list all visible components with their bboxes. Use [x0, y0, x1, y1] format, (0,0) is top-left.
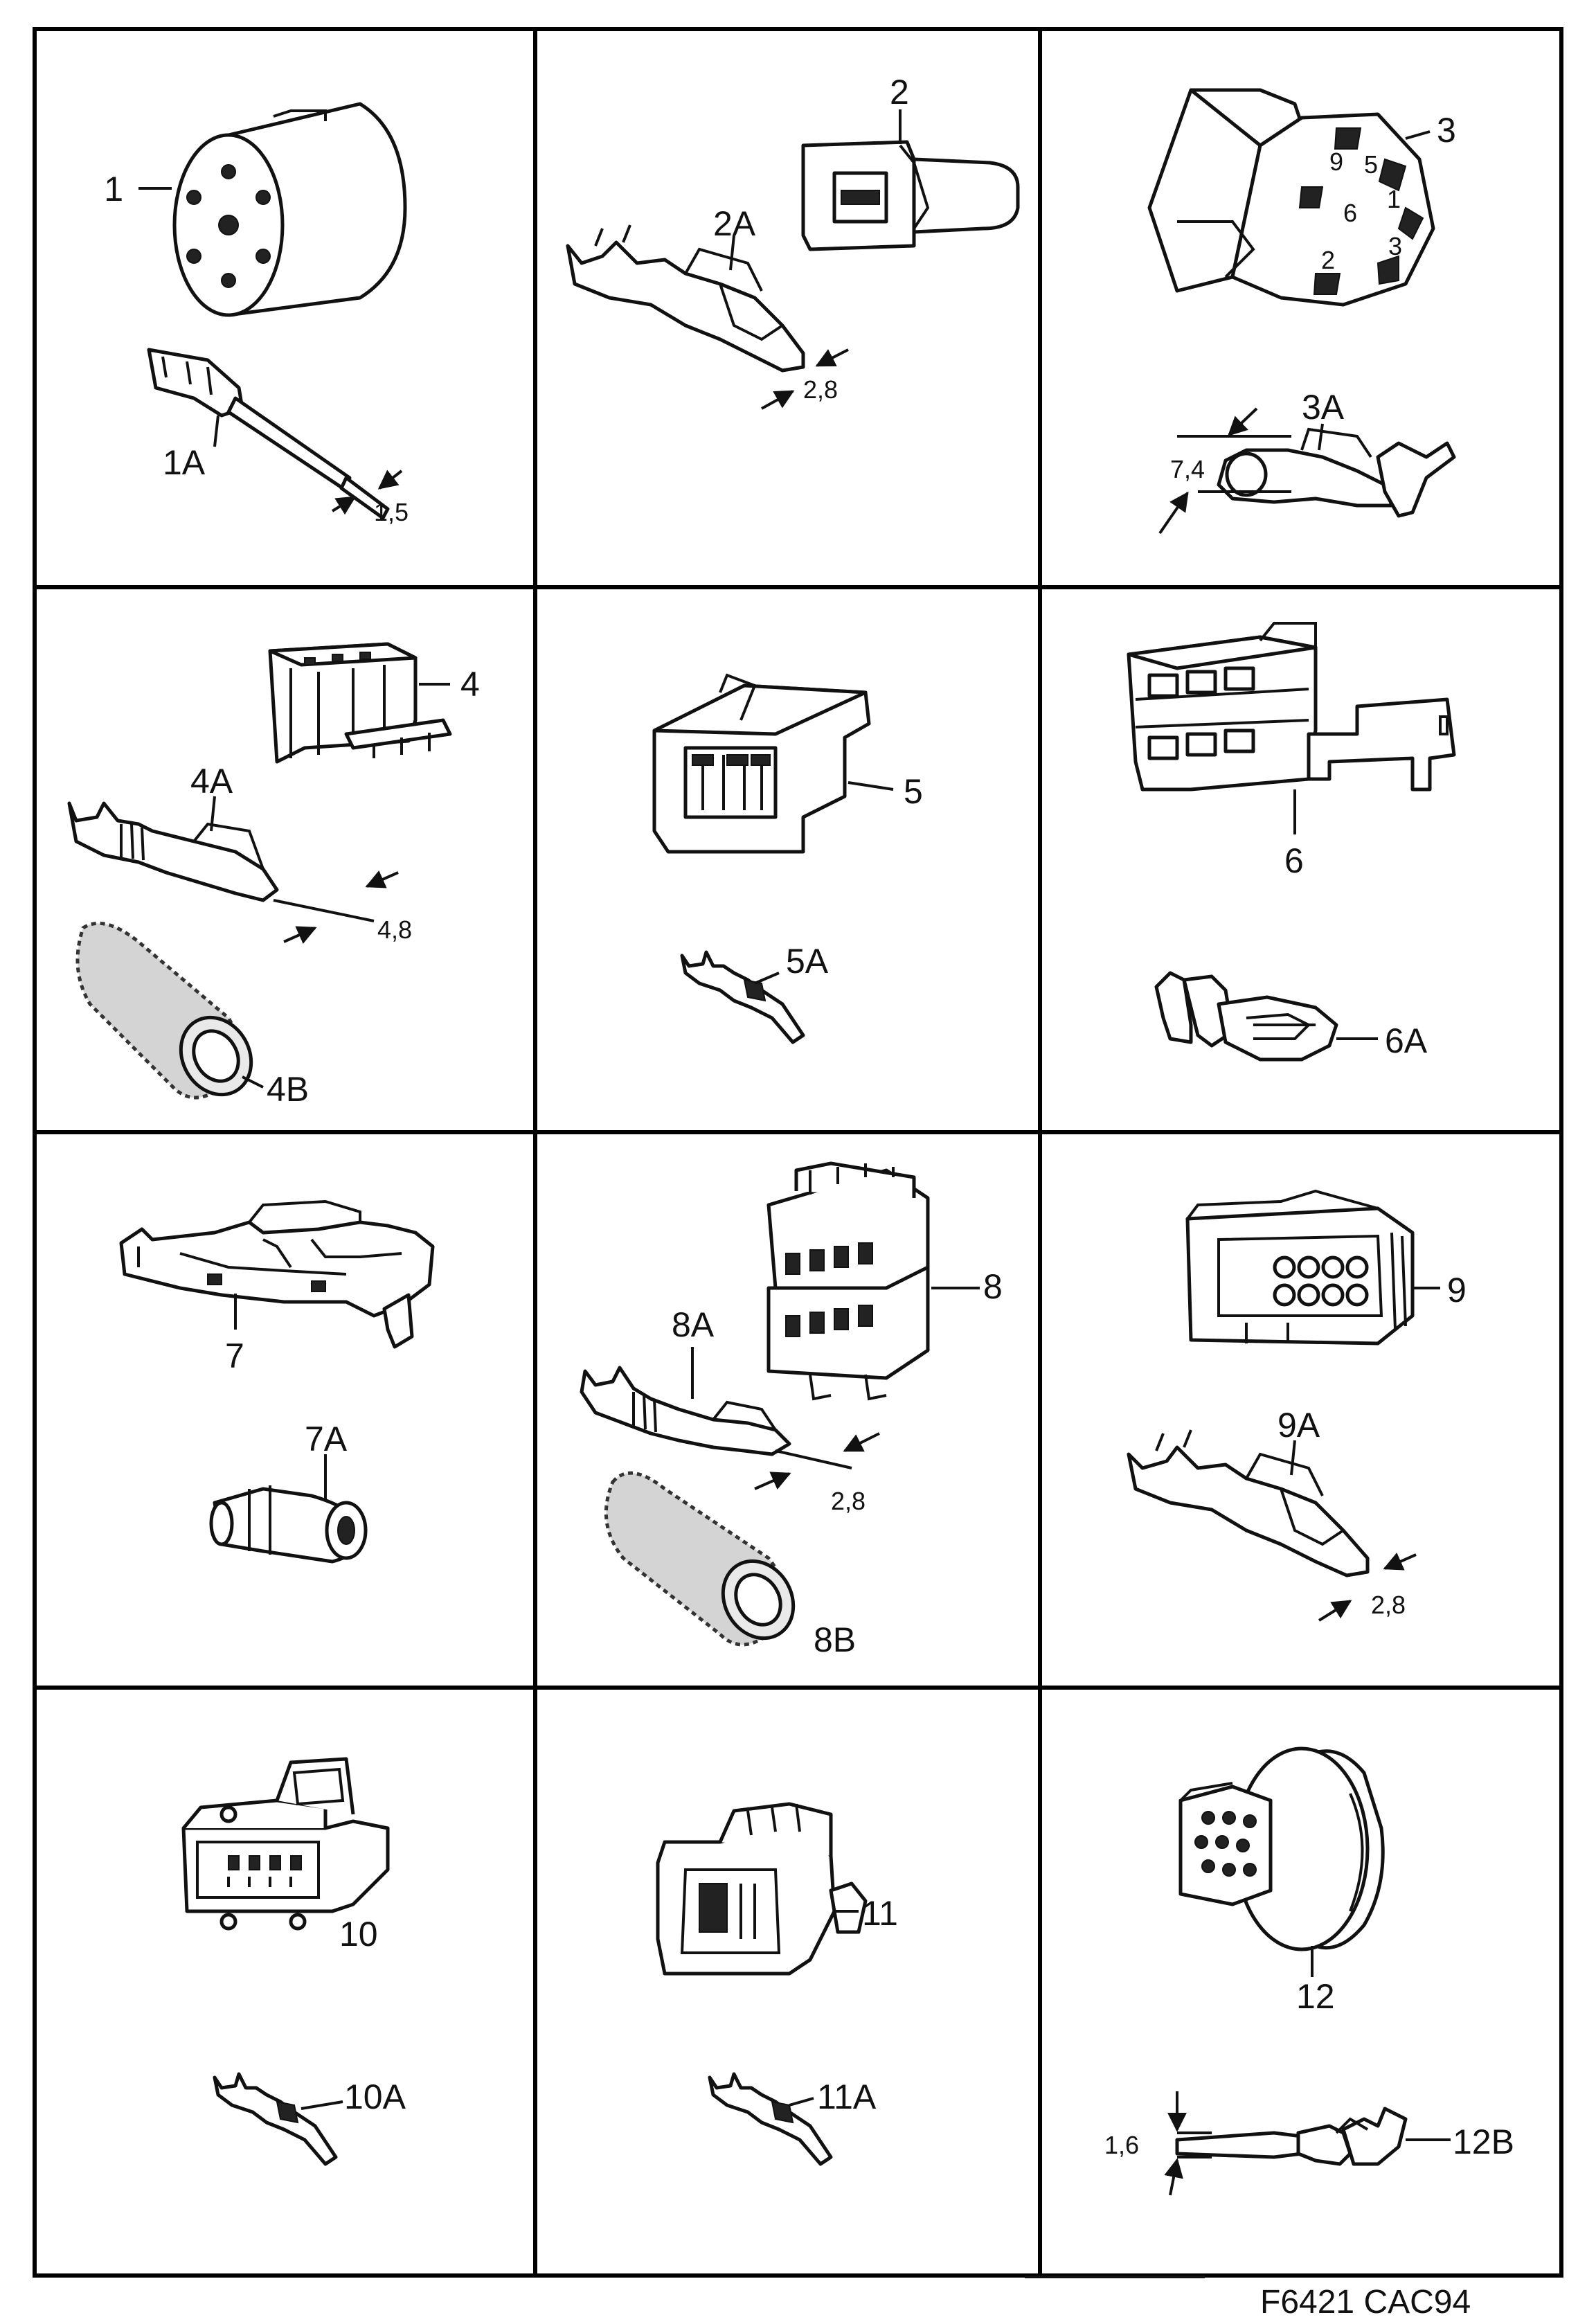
grid-frame: [33, 27, 1563, 2278]
connector-housing-6: [1127, 622, 1456, 792]
small-terminal-11a: [708, 2072, 833, 2166]
terminal-label-2a: 2A: [713, 204, 756, 243]
connector-label-1: 1: [104, 170, 123, 208]
connector-label-4: 4: [460, 665, 480, 704]
dimension-9a: 2,8: [1371, 1591, 1406, 1619]
cell-10: 10 10A: [181, 1757, 406, 2166]
dimension-3a: 7,4: [1170, 455, 1205, 483]
connector-label-9: 9: [1447, 1271, 1467, 1310]
pin-number-5: 5: [1364, 150, 1378, 179]
cell-9: 9 9A 2,8: [1127, 1189, 1467, 1622]
cell-7: 7 7A: [119, 1199, 435, 1564]
sleeve-label-8b: 8B: [814, 1620, 856, 1659]
double-connector-8: [766, 1161, 930, 1401]
pin-terminal-12b: [1175, 2107, 1408, 2166]
terminal-label-1a: 1A: [163, 443, 206, 482]
hexagonal-connector-3: 9 5 6 1 3 2: [1147, 88, 1435, 307]
connector-label-3: 3: [1437, 111, 1456, 150]
dimension-1a: 1,5: [374, 498, 409, 526]
insulating-sleeve-4b: [75, 921, 253, 1100]
figure-code: F6421 CAC94: [1260, 2284, 1471, 2321]
connector-label-12: 12: [1296, 1977, 1335, 2016]
connector-cover-7: [119, 1199, 435, 1349]
cell-2: 2 2A 2,8: [566, 73, 1020, 410]
dimension-8a: 2,8: [831, 1487, 866, 1515]
small-terminal-5a: [680, 950, 805, 1044]
terminal-label-7a: 7A: [305, 1420, 348, 1458]
terminal-label-4a: 4A: [190, 762, 233, 801]
terminal-label-6a: 6A: [1385, 1021, 1428, 1060]
connector-label-5: 5: [904, 772, 923, 811]
connector-label-7: 7: [225, 1337, 244, 1375]
cell-4: 4 4A 4,8 4B: [67, 642, 480, 1109]
round-connector-12: [1178, 1746, 1385, 1951]
sleeve-label-4b: 4B: [267, 1070, 309, 1109]
small-terminal-10a: [213, 2072, 338, 2166]
insulating-sleeve-8b: [604, 1471, 796, 1647]
pin-terminal-1a: [147, 348, 390, 520]
connector-label-6: 6: [1284, 841, 1304, 880]
pin-number-2: 2: [1321, 246, 1335, 274]
connector-housing-10: [181, 1757, 390, 1931]
connector-label-10: 10: [339, 1915, 378, 1954]
flat-terminal-8a: [580, 1366, 791, 1456]
cell-12: 12 12B 1,6: [1104, 1746, 1514, 2196]
connector-housing-4: [268, 642, 452, 764]
cell-5: 5 5A: [652, 673, 923, 1044]
round-connector-1: [172, 102, 407, 317]
cell-8: 8 8A 2,8 8B: [580, 1161, 1003, 1659]
terminal-label-5a: 5A: [786, 942, 829, 981]
connector-label-8: 8: [983, 1267, 1003, 1306]
dimension-2a: 2,8: [803, 375, 838, 404]
dimension-12b: 1,6: [1104, 2131, 1139, 2159]
cell-3: 9 5 6 1 3 2 3 3A 7,4: [1147, 88, 1456, 535]
connector-housing-2: [801, 140, 1020, 251]
clip-terminal-6a: [1154, 971, 1338, 1062]
flat-terminal-9a: [1127, 1429, 1370, 1577]
connector-housing-5: [652, 673, 871, 854]
pin-number-9: 9: [1329, 148, 1343, 176]
connector-housing-9: [1185, 1189, 1415, 1346]
terminal-label-8a: 8A: [672, 1305, 715, 1344]
flat-terminal-4a: [67, 801, 279, 902]
round-terminal-3a: [1217, 427, 1456, 518]
cell-11: 11 11A: [656, 1802, 898, 2166]
cell-1: 1 1A 1,5: [104, 102, 409, 526]
terminal-label-3a: 3A: [1302, 388, 1345, 427]
cell-6: 6 6A: [1127, 622, 1456, 1062]
terminal-label-12b: 12B: [1453, 2122, 1514, 2161]
pin-terminal-7a: [209, 1485, 368, 1564]
connector-label-11: 11: [862, 1894, 898, 1933]
dimension-4a: 4,8: [377, 915, 412, 944]
flat-terminal-2a: [566, 224, 805, 373]
pin-number-1: 1: [1387, 185, 1401, 213]
connector-housing-11: [656, 1802, 868, 1976]
terminal-label-11a: 11A: [817, 2077, 877, 2116]
terminal-label-10a: 10A: [344, 2077, 406, 2116]
pin-number-6: 6: [1343, 199, 1357, 227]
pin-number-3: 3: [1388, 232, 1402, 260]
terminal-label-9a: 9A: [1277, 1406, 1320, 1445]
connector-label-2: 2: [890, 73, 909, 111]
